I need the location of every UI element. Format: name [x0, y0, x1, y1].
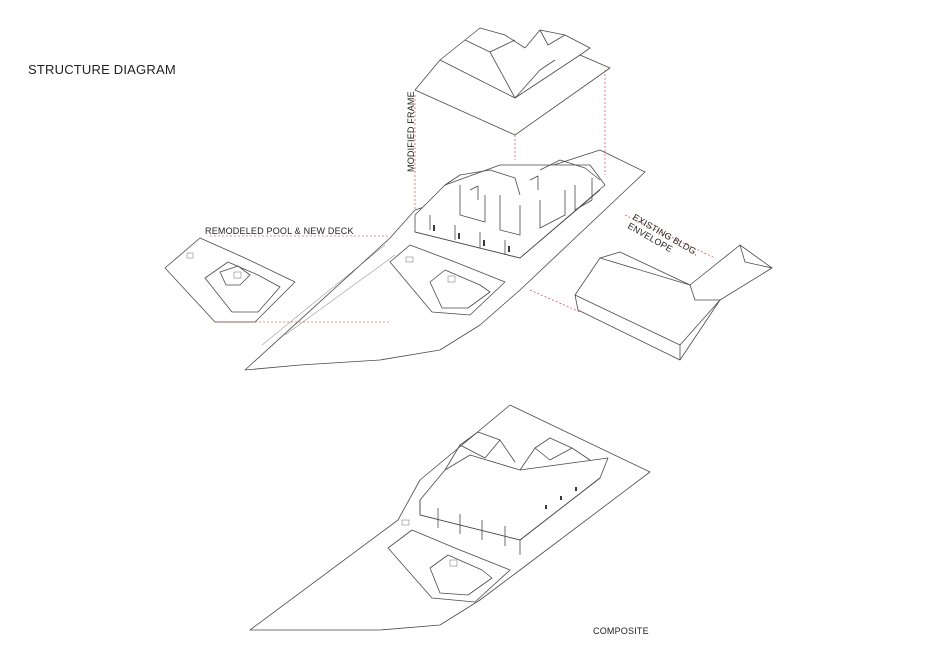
- roof-module: [414, 27, 611, 136]
- existing-envelope-module: [574, 244, 773, 361]
- composite-module: [249, 404, 651, 631]
- site-with-frame: [244, 149, 646, 371]
- pool-deck-module: [164, 237, 296, 323]
- pool-deck-label: REMODELED POOL & NEW DECK: [205, 226, 354, 236]
- modified-frame-label: MODIFIED FRAME: [406, 91, 416, 172]
- composite-label: COMPOSITE: [593, 626, 649, 636]
- page-title: STRUCTURE DIAGRAM: [28, 62, 176, 77]
- alignment-guides: [210, 70, 716, 323]
